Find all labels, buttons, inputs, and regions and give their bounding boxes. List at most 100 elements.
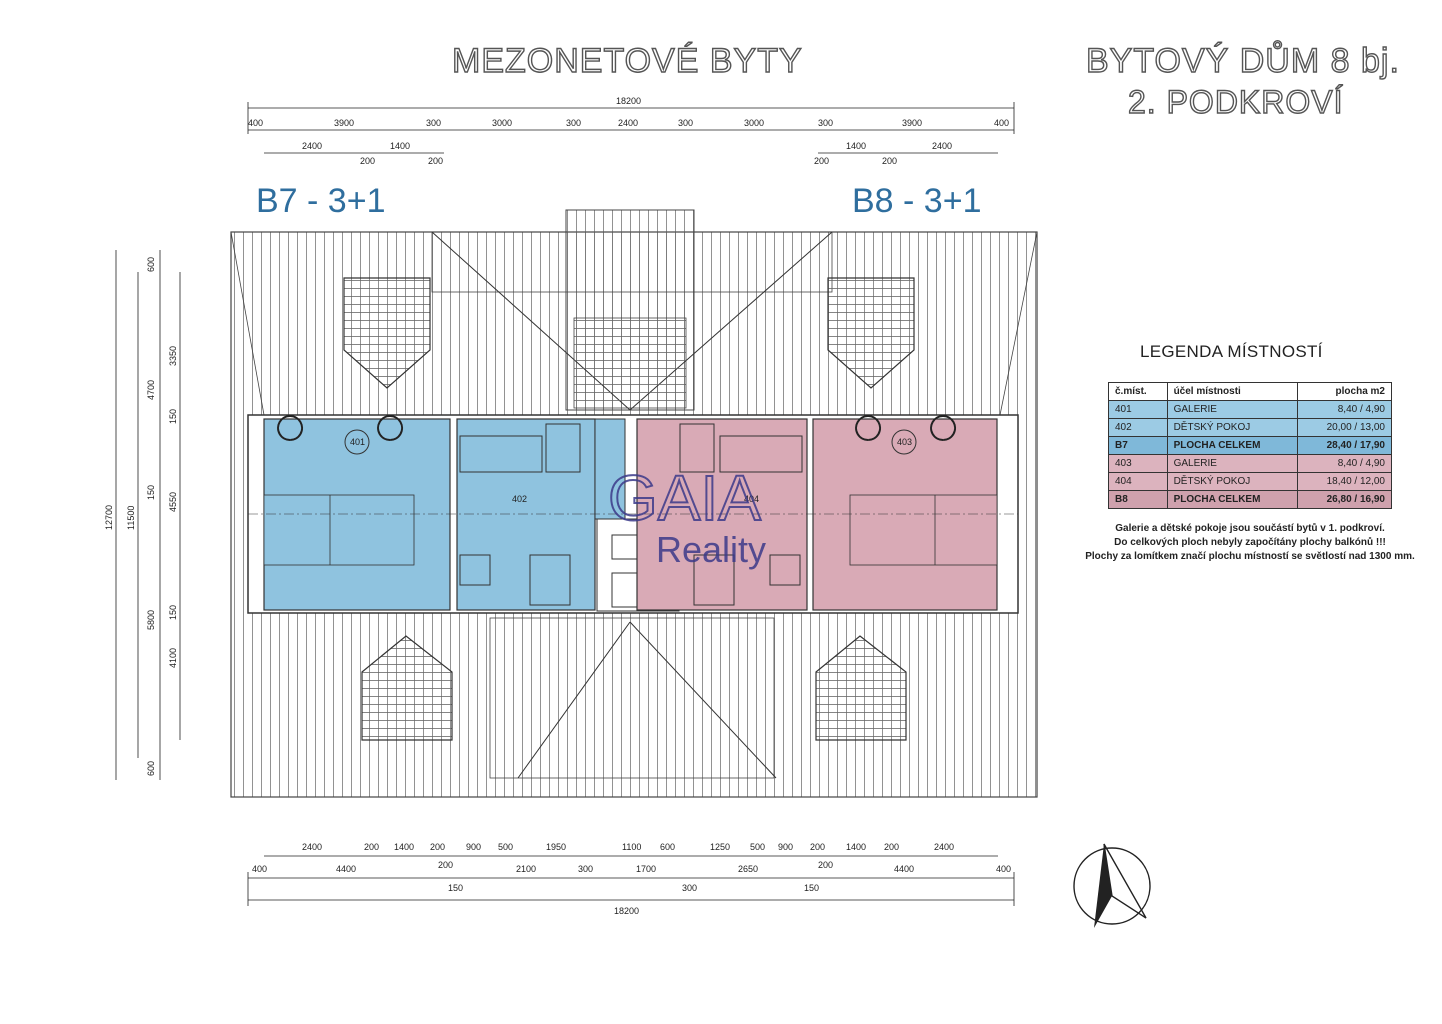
dormer-top-left	[343, 277, 431, 389]
dim-bottom: 200	[810, 842, 825, 852]
dim-bottom: 300	[578, 864, 593, 874]
legend-notes: Galerie a dětské pokoje jsou součástí by…	[1070, 522, 1430, 564]
dim-bottom: 2400	[302, 842, 322, 852]
dim-bottom: 200	[818, 860, 833, 870]
legend-row: B7 PLOCHA CELKEM 28,40 / 17,90	[1108, 436, 1392, 455]
room-403-label: 403	[897, 437, 912, 447]
legend-cell: 403	[1108, 454, 1168, 473]
legend-cell: GALERIE	[1166, 454, 1299, 473]
dim-bottom: 900	[778, 842, 793, 852]
dim-bottom: 1250	[710, 842, 730, 852]
dim-left: 150	[168, 409, 178, 424]
unit-label-b8: B8 - 3+1	[852, 182, 982, 220]
legend-row: B8 PLOCHA CELKEM 26,80 / 16,90	[1108, 490, 1392, 509]
top-dimension-labels: 18200 400 3900 300 3000 300 2400 300 300…	[248, 96, 1009, 166]
dim-top: 2400	[932, 141, 952, 151]
room-404-label: 404	[744, 494, 759, 504]
dim-bottom: 300	[682, 883, 697, 893]
top-dimensions	[247, 102, 1015, 154]
dim-left: 4550	[168, 492, 178, 512]
dim-top: 300	[566, 118, 581, 128]
legend-cell: 8,40 / 4,90	[1297, 400, 1392, 419]
dim-top: 3900	[902, 118, 922, 128]
legend-cell: B8	[1108, 490, 1168, 509]
dim-bottom: 400	[252, 864, 267, 874]
legend-cell: GALERIE	[1166, 400, 1299, 419]
dim-bottom: 400	[996, 864, 1011, 874]
legend-cell: PLOCHA CELKEM	[1166, 436, 1299, 455]
note-line: Galerie a dětské pokoje jsou součástí by…	[1115, 523, 1385, 534]
dim-bottom: 2650	[738, 864, 758, 874]
dim-top-total: 18200	[616, 96, 641, 106]
dim-top: 1400	[846, 141, 866, 151]
dim-left: 4100	[168, 648, 178, 668]
dim-bottom: 200	[430, 842, 445, 852]
unit-label-b7: B7 - 3+1	[256, 182, 386, 220]
title-right-line2: 2. PODKROVÍ	[1127, 83, 1344, 120]
legend-cell: PLOCHA CELKEM	[1166, 490, 1299, 509]
dim-left: 600	[146, 761, 156, 776]
legend-header: účel místnosti	[1166, 382, 1299, 401]
north-arrow-icon	[1073, 843, 1151, 928]
room-402: 402	[456, 418, 626, 611]
legend-cell: 18,40 / 12,00	[1297, 472, 1392, 491]
watermark: GAIA Reality	[607, 461, 766, 570]
dim-top: 2400	[618, 118, 638, 128]
dim-bottom: 1950	[546, 842, 566, 852]
legend-header: č.míst.	[1108, 382, 1168, 401]
left-dimension-labels: 12700 11500 600 4700 150 5800 600 3350 1…	[104, 257, 178, 776]
dim-top: 1400	[390, 141, 410, 151]
bottom-dimensions	[247, 855, 1015, 906]
dim-top: 3000	[744, 118, 764, 128]
room-403: 403	[812, 415, 998, 611]
dim-bottom: 150	[804, 883, 819, 893]
legend-cell: B7	[1108, 436, 1168, 455]
dim-bottom: 2100	[516, 864, 536, 874]
dim-left: 600	[146, 257, 156, 272]
dim-bottom: 500	[498, 842, 513, 852]
dim-top: 200	[428, 156, 443, 166]
dim-bottom: 1400	[846, 842, 866, 852]
watermark-reality: Reality	[656, 529, 766, 570]
dim-bottom: 2400	[934, 842, 954, 852]
note-line: Plochy za lomítkem značí plochu místnost…	[1085, 551, 1415, 562]
watermark-gaia: GAIA	[608, 462, 761, 534]
legend-cell: 28,40 / 17,90	[1297, 436, 1392, 455]
legend-cell: 404	[1108, 472, 1168, 491]
legend-cell: DĚTSKÝ POKOJ	[1166, 418, 1299, 437]
dormer-bottom-left	[361, 635, 453, 741]
room-404: 404	[636, 418, 808, 611]
legend-cell: DĚTSKÝ POKOJ	[1166, 472, 1299, 491]
dim-top: 300	[426, 118, 441, 128]
legend-cell: 401	[1108, 400, 1168, 419]
legend-cell: 26,80 / 16,90	[1297, 490, 1392, 509]
legend-header: plocha m2	[1297, 382, 1392, 401]
legend-row: 401 GALERIE 8,40 / 4,90	[1108, 400, 1392, 419]
dormer-bottom-right	[815, 635, 907, 741]
legend-row: 402 DĚTSKÝ POKOJ 20,00 / 13,00	[1108, 418, 1392, 437]
dim-left: 11500	[126, 506, 136, 530]
room-401: 401	[263, 415, 451, 611]
dim-bottom: 200	[438, 860, 453, 870]
dim-top: 300	[678, 118, 693, 128]
dim-bottom: 1100	[622, 842, 641, 852]
dim-left: 4700	[146, 380, 156, 400]
dim-bottom: 1400	[394, 842, 414, 852]
dim-top: 3900	[334, 118, 354, 128]
legend-title: LEGENDA MÍSTNOSTÍ	[1140, 342, 1323, 361]
legend-cell: 402	[1108, 418, 1168, 437]
dim-top: 400	[994, 118, 1009, 128]
dim-top: 2400	[302, 141, 322, 151]
dim-top: 200	[814, 156, 829, 166]
title-left: MEZONETOVÉ BYTY	[451, 41, 803, 80]
title-right-line1: BYTOVÝ DŮM 8 bj.	[1085, 41, 1400, 80]
dim-left: 5800	[146, 610, 156, 630]
dim-top: 400	[248, 118, 263, 128]
dim-bottom: 600	[660, 842, 675, 852]
dim-bottom: 200	[364, 842, 379, 852]
dim-left: 3350	[168, 346, 178, 366]
room-402-label: 402	[512, 494, 527, 504]
dim-top: 300	[818, 118, 833, 128]
dim-top: 200	[360, 156, 375, 166]
